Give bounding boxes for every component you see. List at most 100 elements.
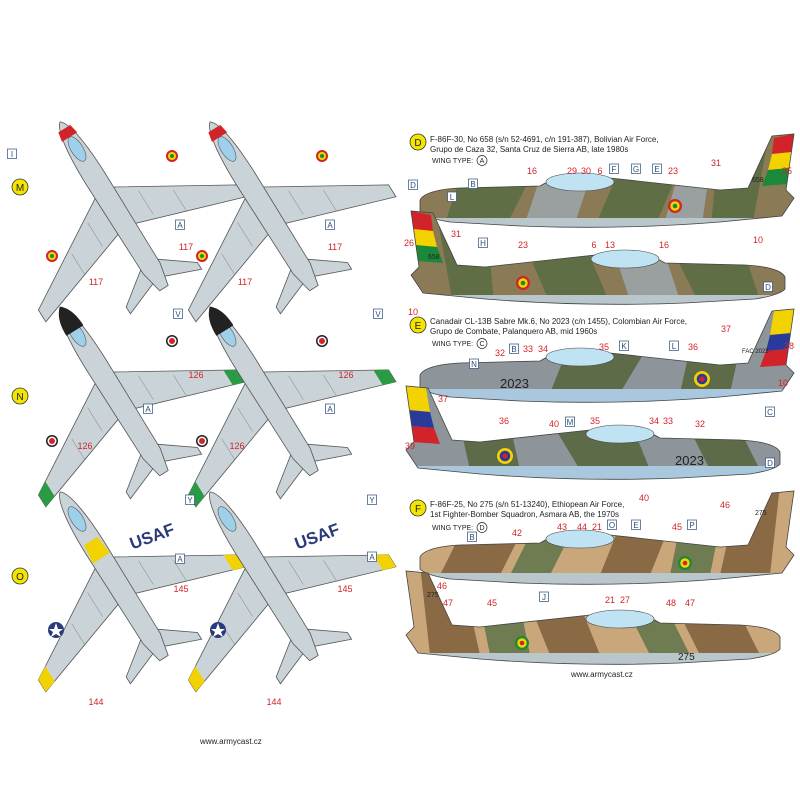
callout-text: 43 <box>557 522 567 532</box>
callout-text: 117 <box>179 242 193 252</box>
decal-number-label: 31 <box>711 158 721 168</box>
decal-ref-box-frame <box>763 281 773 292</box>
decal-ref-box: V <box>173 308 183 319</box>
callout-text: L <box>672 342 677 351</box>
callout-text: L <box>450 193 455 202</box>
decal-ref-box-frame <box>652 163 662 174</box>
svg-text:M: M <box>16 183 24 194</box>
decal-number-label: 27 <box>620 595 630 605</box>
decal-ref-box: H <box>478 237 488 248</box>
decal-number-label: 40 <box>549 419 559 429</box>
svg-text:N: N <box>16 392 23 403</box>
decal-ref-box-frame <box>631 163 641 174</box>
decal-ref-box-frame <box>765 406 775 417</box>
callout-text: 31 <box>451 229 461 239</box>
decal-ref-box-frame <box>185 494 195 505</box>
decal-ref-box-frame <box>765 457 775 468</box>
callout-text: A <box>327 221 333 230</box>
decal-number-label: 10 <box>753 235 763 245</box>
decal-number-label: 10 <box>778 378 788 388</box>
callout-text: 37 <box>438 394 448 404</box>
decal-ref-box: A <box>175 553 185 564</box>
profile-badge-M: M <box>11 178 29 196</box>
decal-number-label: 26 <box>404 238 414 248</box>
callout-text: 117 <box>89 277 103 287</box>
decal-ref-box-frame <box>367 494 377 505</box>
decal-number-label: 35 <box>599 342 609 352</box>
decal-number-label: 35 <box>590 416 600 426</box>
decal-ref-box: J <box>539 591 549 602</box>
svg-text:D: D <box>414 138 421 149</box>
callout-text: 40 <box>549 419 559 429</box>
callout-text: F <box>612 165 617 174</box>
decal-number-label: 36 <box>688 342 698 352</box>
fuselage-number: 275 <box>678 652 695 663</box>
svg-text:WING TYPE:: WING TYPE: <box>432 158 473 165</box>
tail-number: 658 <box>428 254 440 261</box>
callout-text: 16 <box>659 240 669 250</box>
roundel-colombia <box>166 335 178 347</box>
decal-number-label: 29 <box>567 166 577 176</box>
profile-D-header: D F-86F-30, No 658 (s/n 52-4691, c/n 191… <box>409 133 659 166</box>
callout-text: O <box>609 521 615 530</box>
decal-number-label: 32 <box>695 419 705 429</box>
fuselage-number: 2023 <box>675 453 704 468</box>
decal-number-label: 144 <box>266 697 281 707</box>
callout-text: D <box>765 283 771 292</box>
decal-ref-box: D <box>763 281 773 292</box>
svg-text:F-86F-25, No 275 (s/n 51-13240: F-86F-25, No 275 (s/n 51-13240), Ethiope… <box>430 500 624 509</box>
decal-number-label: 117 <box>238 277 252 287</box>
usaf-star-insignia <box>210 622 226 638</box>
decal-ref-box-frame <box>325 219 335 230</box>
callout-text: 25 <box>782 166 792 176</box>
callout-text: 32 <box>495 348 505 358</box>
callout-text: 34 <box>538 344 548 354</box>
decal-number-label: 126 <box>338 370 353 380</box>
decal-ref-box: D <box>765 457 775 468</box>
callout-text: 34 <box>649 416 659 426</box>
decal-ref-box-frame <box>469 358 479 369</box>
callout-text: 47 <box>685 598 695 608</box>
callout-text: 48 <box>666 598 676 608</box>
callout-text: 6 <box>591 240 596 250</box>
decal-number-label: 38 <box>784 341 794 351</box>
decal-ref-box: A <box>143 403 153 414</box>
callout-text: 33 <box>523 344 533 354</box>
callout-text: E <box>654 165 659 174</box>
svg-text:F-86F-30, No 658 (s/n 52-4691,: F-86F-30, No 658 (s/n 52-4691, c/n 191-3… <box>430 135 659 144</box>
decal-ref-box: C <box>765 406 775 417</box>
callout-text: 6 <box>597 166 602 176</box>
decal-number-label: 25 <box>782 166 792 176</box>
callout-text: 117 <box>238 277 252 287</box>
callout-text: 145 <box>337 584 352 594</box>
decal-number-label: 117 <box>89 277 103 287</box>
decal-ref-box: D <box>408 179 418 190</box>
decal-number-label: 13 <box>605 240 615 250</box>
svg-text:A: A <box>480 158 485 165</box>
decal-number-label: 47 <box>443 598 453 608</box>
callout-text: P <box>689 521 694 530</box>
callout-text: Y <box>187 496 193 505</box>
decal-number-label: 47 <box>685 598 695 608</box>
callout-text: A <box>145 405 151 414</box>
roundel-bolivia <box>46 250 58 262</box>
callout-text: B <box>469 533 474 542</box>
callout-text: 40 <box>639 493 649 503</box>
decal-ref-box-frame <box>669 340 679 351</box>
callout-text: 29 <box>567 166 577 176</box>
decal-ref-box: G <box>631 163 641 174</box>
decal-number-label: 31 <box>451 229 461 239</box>
svg-text:FAC 2023: FAC 2023 <box>742 349 769 355</box>
svg-text:D: D <box>479 525 484 532</box>
callout-text: I <box>11 150 13 159</box>
svg-text:1st Fighter-Bomber Squadron, A: 1st Fighter-Bomber Squadron, Asmara AB, … <box>430 510 619 519</box>
decal-ref-box: M <box>565 416 575 427</box>
decal-number-label: 126 <box>188 370 203 380</box>
decal-number-label: 10 <box>408 307 418 317</box>
decal-ref-box-frame <box>175 553 185 564</box>
decal-ref-box-frame <box>619 340 629 351</box>
callout-text: 16 <box>527 166 537 176</box>
decal-number-label: 39 <box>405 441 415 451</box>
callout-text: 31 <box>711 158 721 168</box>
